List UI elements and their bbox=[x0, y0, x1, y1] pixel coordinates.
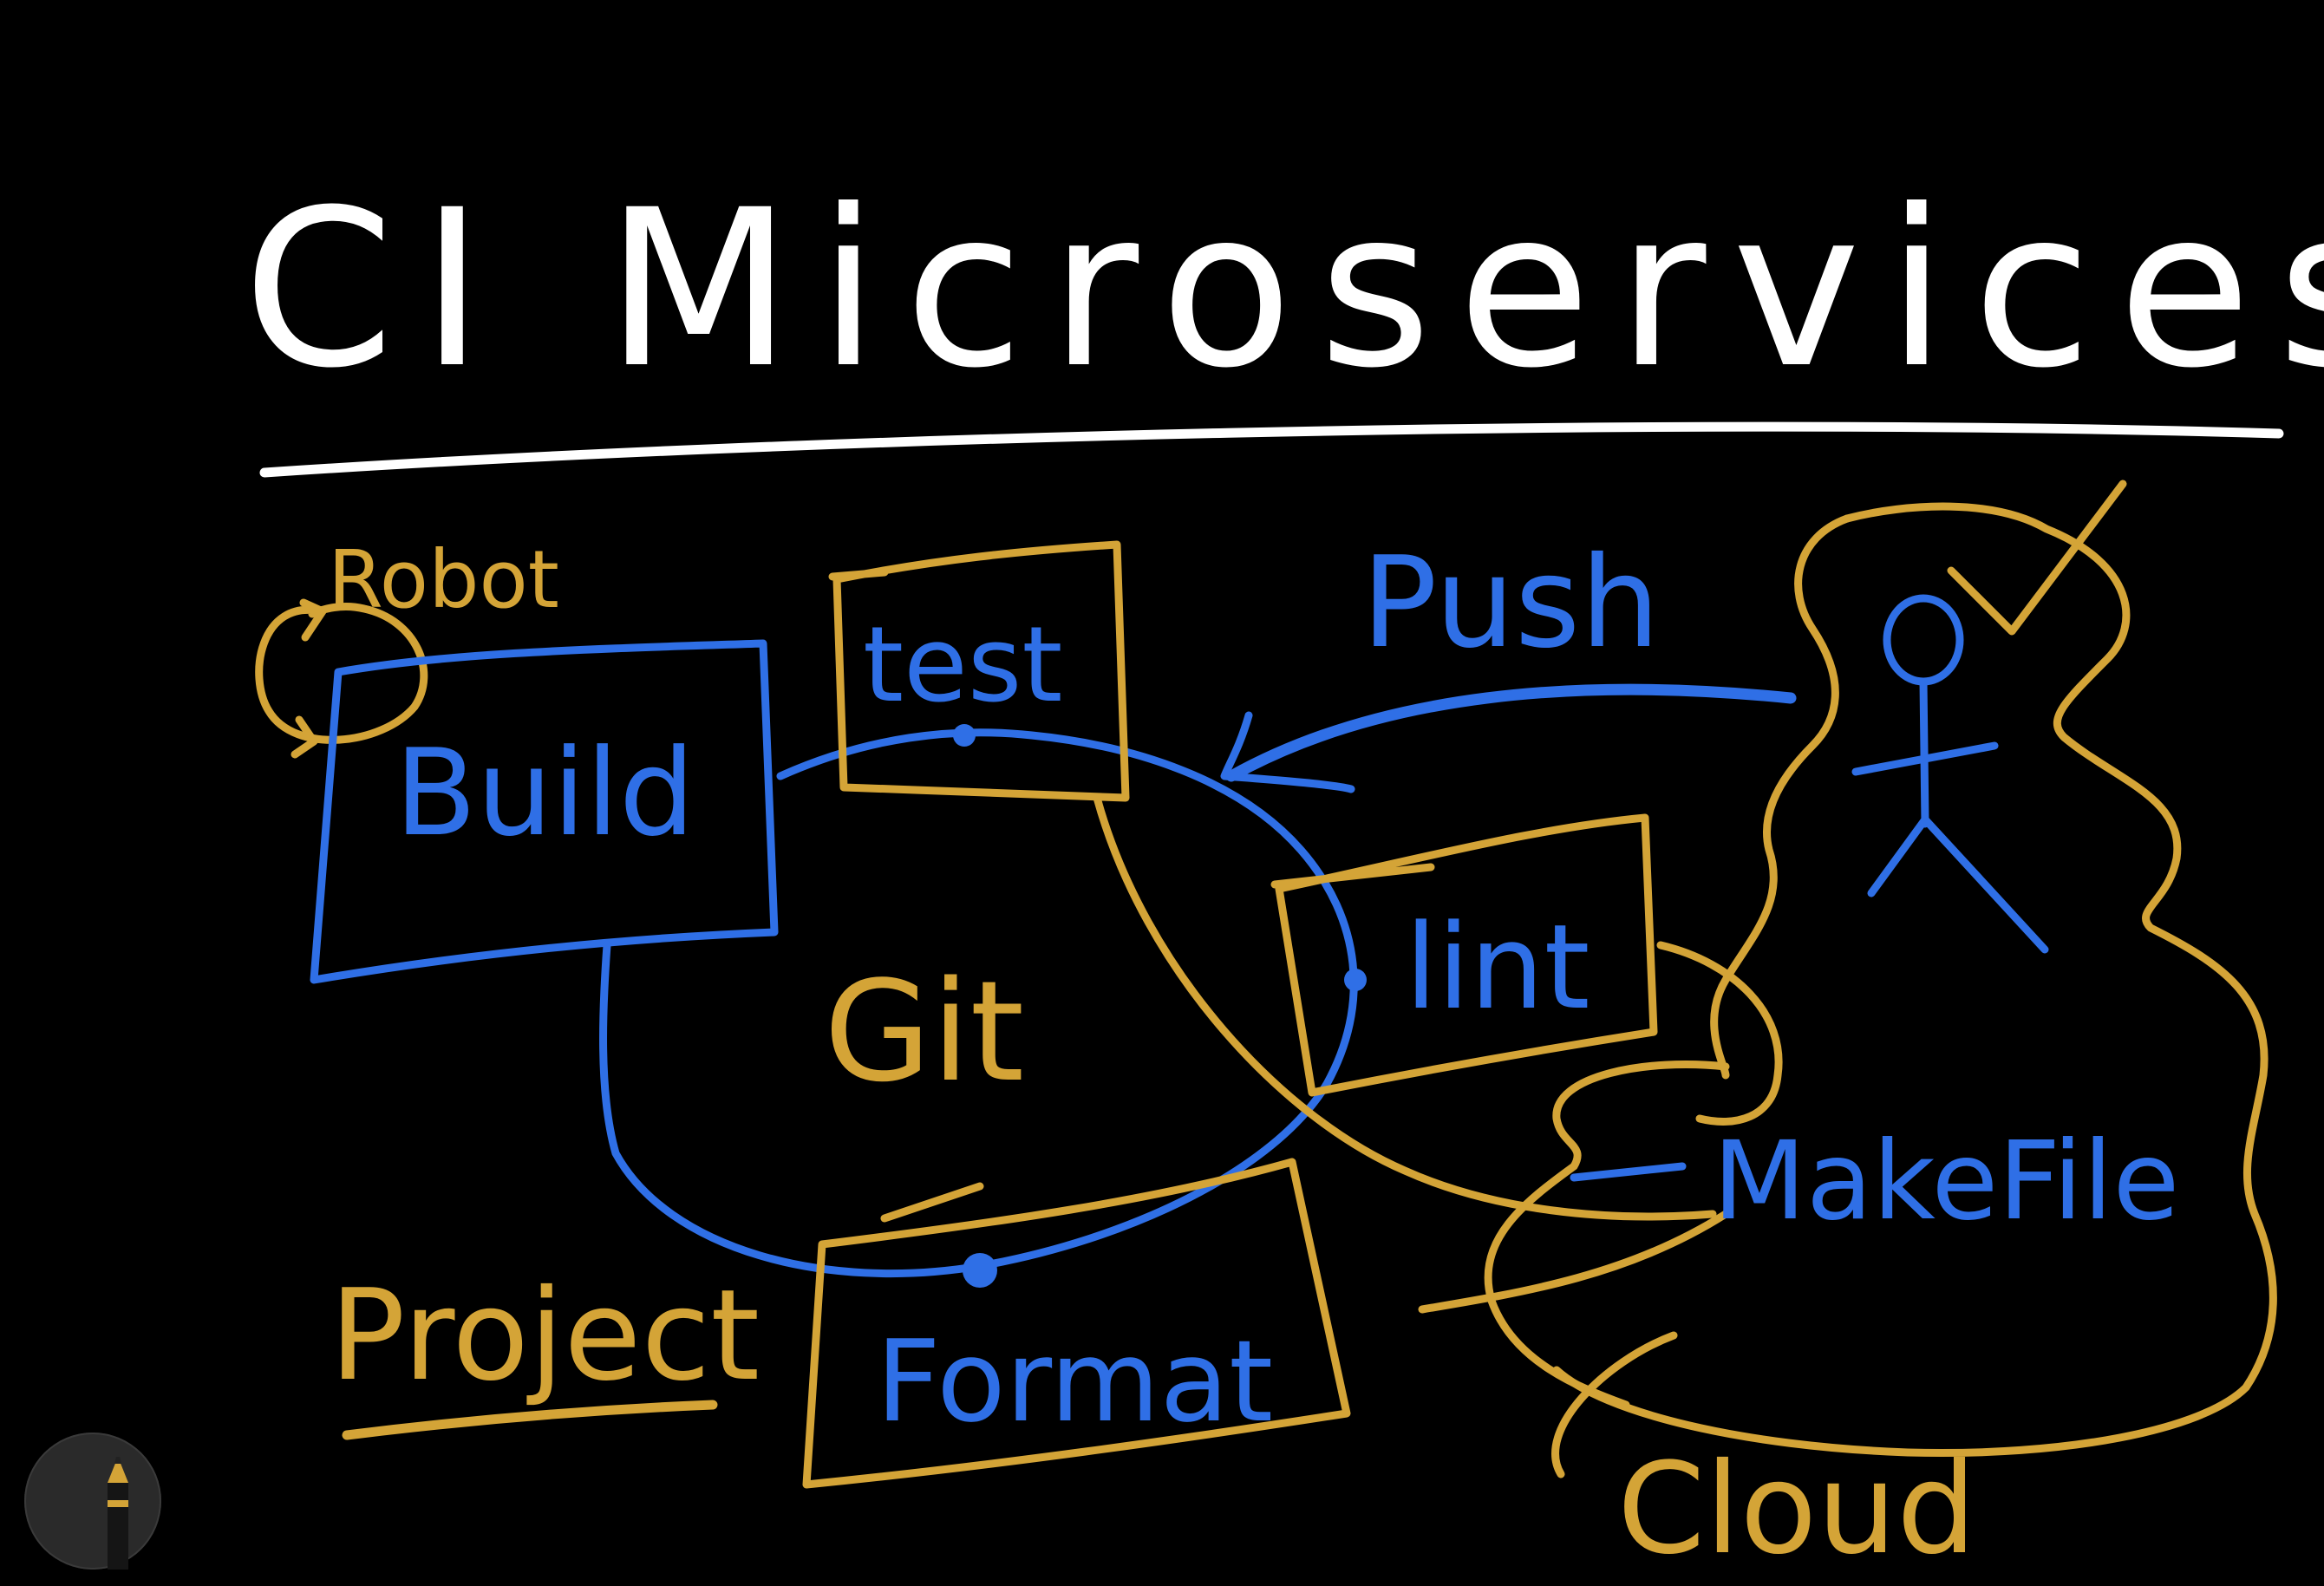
git-loop bbox=[599, 728, 1358, 1277]
cloud-tail bbox=[1551, 1331, 1678, 1478]
lint-to-makefile-curve bbox=[1656, 941, 1783, 1126]
developer-stick-figure bbox=[1851, 594, 2049, 954]
makefile-loop-left bbox=[1484, 1061, 1730, 1409]
format-to-makefile-connector bbox=[1418, 1210, 1730, 1314]
cloud-outline-left bbox=[1710, 514, 1851, 1080]
title-underline bbox=[259, 421, 2284, 478]
test-label: test bbox=[863, 605, 1062, 726]
robot-cycle-arrowhead-top bbox=[299, 598, 327, 642]
pencil-icon bbox=[108, 1457, 128, 1570]
makefile-dash bbox=[1570, 1162, 1687, 1182]
build-label: Build bbox=[395, 723, 695, 863]
cloud-outline bbox=[1552, 502, 2277, 1457]
check-mark bbox=[1947, 480, 2127, 636]
robot-cycle-arrow bbox=[255, 603, 428, 744]
project-underline bbox=[342, 1400, 718, 1440]
test-box[interactable] bbox=[828, 540, 1130, 802]
git-node-format bbox=[963, 1253, 997, 1288]
push-arrowhead bbox=[1220, 711, 1355, 793]
git-node-lint bbox=[1344, 969, 1367, 991]
build-box[interactable] bbox=[310, 639, 779, 984]
push-label: Push bbox=[1361, 530, 1660, 676]
push-arrow bbox=[1225, 683, 1797, 782]
lint-label: lint bbox=[1405, 899, 1590, 1035]
format-label: Format bbox=[876, 1315, 1273, 1447]
cloud-label: Cloud bbox=[1617, 1436, 1976, 1583]
git-label: Git bbox=[824, 950, 1024, 1113]
format-box[interactable] bbox=[802, 1158, 1351, 1489]
pencil-tool-button[interactable] bbox=[24, 1433, 161, 1570]
project-label: Project bbox=[330, 1263, 760, 1409]
makefile-label: MakeFile bbox=[1713, 1119, 2179, 1244]
robot-cycle-arrowhead-bottom bbox=[290, 715, 318, 759]
title-text: CI Microservices bbox=[243, 163, 2324, 415]
test-to-makefile-curve bbox=[1093, 793, 1717, 1221]
lint-box[interactable] bbox=[1270, 813, 1658, 1097]
git-node-test bbox=[953, 724, 976, 747]
